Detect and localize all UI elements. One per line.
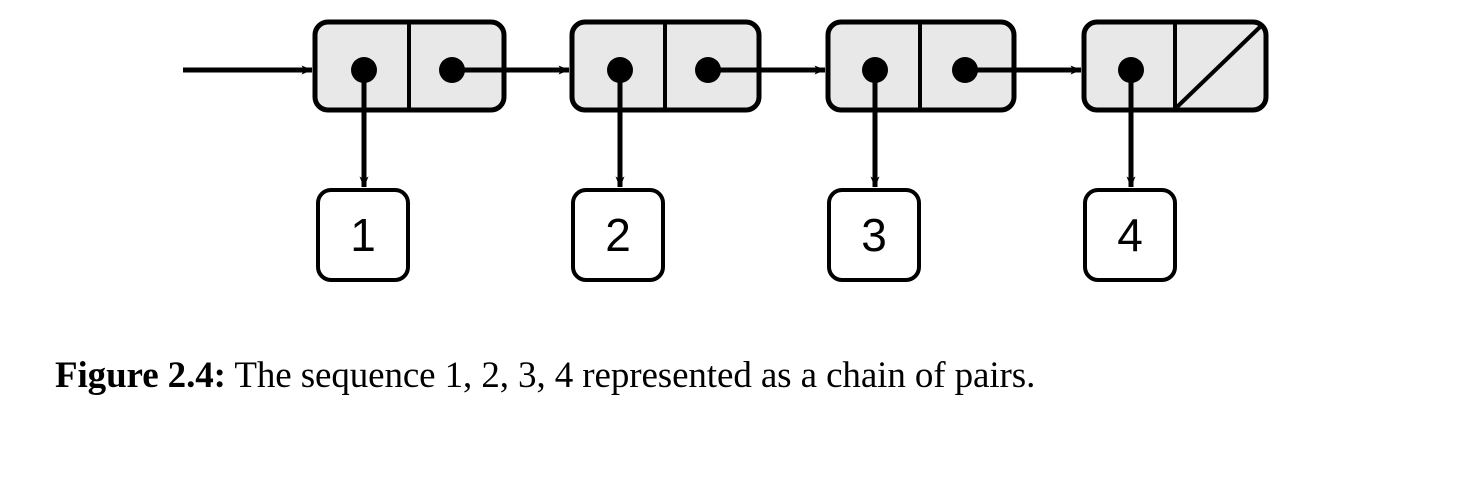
pair-node-1: 1 xyxy=(312,19,570,282)
box-and-pointer-diagram: 1 2 3 4 xyxy=(183,19,1269,282)
pair-node-3: 3 xyxy=(825,19,1082,282)
value-box-2 xyxy=(571,188,665,282)
figure-caption: Figure 2.4: The sequence 1, 2, 3, 4 repr… xyxy=(55,352,1385,401)
pair-node-4: 4 xyxy=(1081,19,1269,282)
value-box-1 xyxy=(316,188,410,282)
value-label-2: 2 xyxy=(605,209,631,261)
value-label-3: 3 xyxy=(861,209,887,261)
figure-label: Figure 2.4: xyxy=(55,355,226,396)
nil-slash-4 xyxy=(1175,23,1264,109)
value-label-4: 4 xyxy=(1117,209,1143,261)
value-box-4 xyxy=(1083,188,1177,282)
value-label-1: 1 xyxy=(350,209,376,261)
figure-caption-text: The sequence 1, 2, 3, 4 represented as a… xyxy=(225,355,1036,396)
value-box-3 xyxy=(827,188,921,282)
diagram-svg: 1 2 3 4 xyxy=(183,19,1269,282)
pair-node-2: 2 xyxy=(569,19,826,282)
